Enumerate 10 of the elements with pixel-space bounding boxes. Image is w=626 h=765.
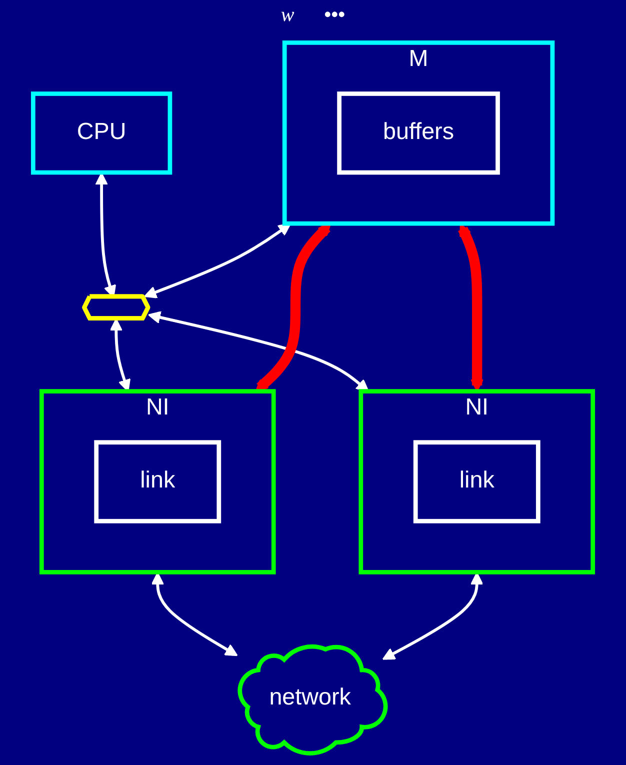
node-box: link [94, 440, 222, 524]
node-box: CPU [30, 92, 172, 175]
arrow [144, 223, 291, 298]
node-box: link [413, 440, 540, 524]
arrow [382, 572, 484, 660]
arrow [151, 572, 238, 656]
arrow [148, 311, 369, 392]
diagram-label: w [280, 4, 294, 27]
diagram-label: ••• [324, 4, 346, 27]
node-box: buffers [337, 92, 500, 175]
